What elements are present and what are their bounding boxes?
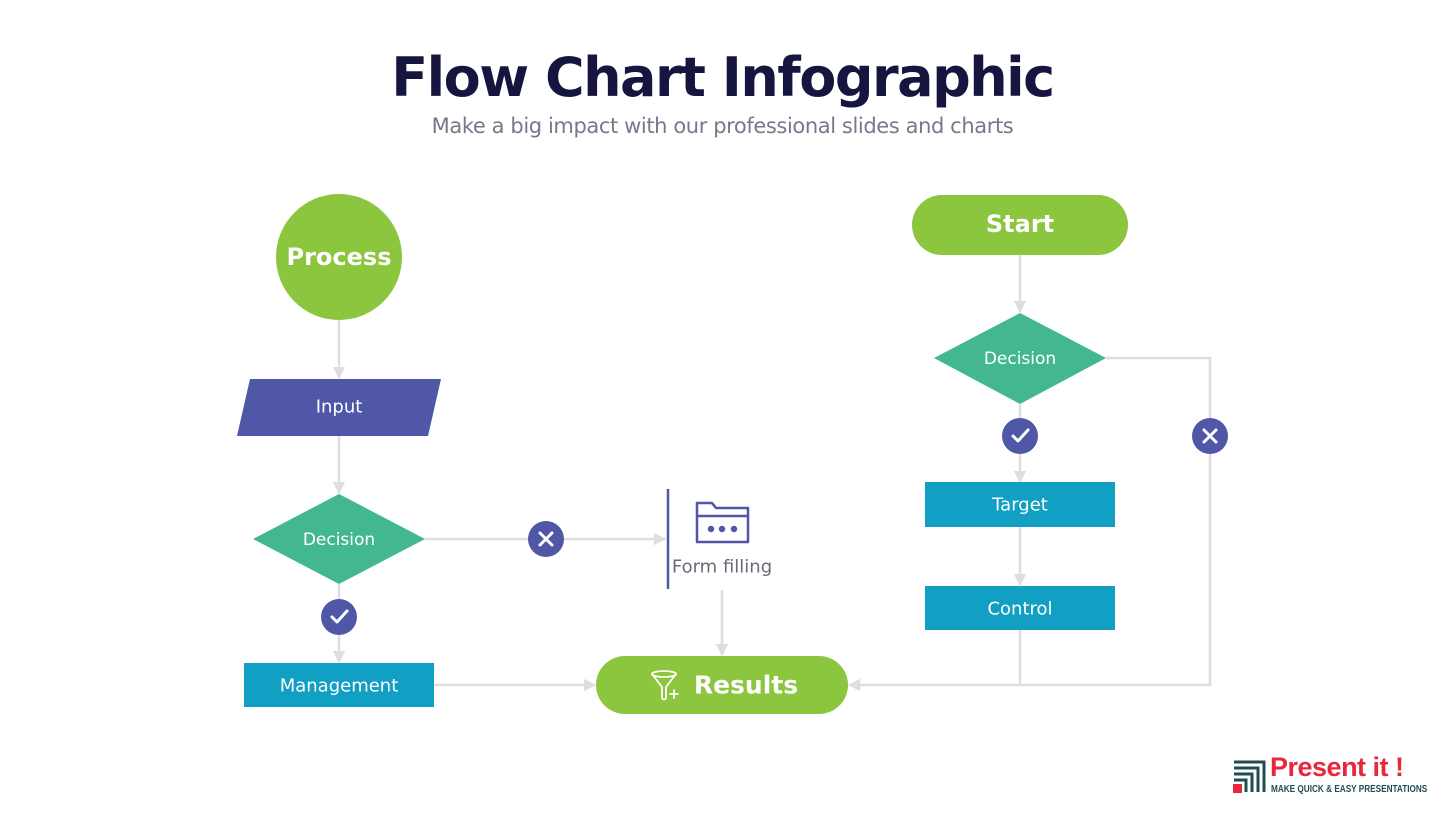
yes-badge-right [1002,418,1038,454]
form-filling-label: Form filling [672,557,772,578]
control-node[interactable]: Control [925,586,1115,630]
funnel-plus-icon [651,670,679,701]
brand-mark-icon [1233,760,1266,793]
control-label: Control [987,599,1052,620]
check-icon [1011,428,1030,443]
results-label: Results [694,671,798,700]
target-label: Target [991,495,1048,516]
decision-node-left[interactable]: Decision [253,494,425,584]
management-label: Management [280,676,399,697]
decision-node-right[interactable]: Decision [934,313,1106,404]
start-label: Start [986,210,1054,238]
form-filling-node[interactable]: Form filling [666,489,772,589]
start-node[interactable]: Start [912,195,1128,255]
no-badge-right [1192,418,1228,454]
input-node[interactable]: Input [237,379,441,436]
connector-rdecision-no [1106,356,1212,418]
decision-label-left: Decision [303,530,375,550]
process-node[interactable]: Process [276,194,402,320]
brand-tagline: MAKE QUICK & EASY PRESENTATIONS [1271,784,1428,795]
close-icon [538,531,554,547]
page-subtitle: Make a big impact with our professional … [431,114,1014,138]
brand-name: Present it ! [1270,752,1404,782]
process-label: Process [287,243,392,271]
target-node[interactable]: Target [925,482,1115,527]
input-label: Input [316,397,363,418]
page-title: Flow Chart Infographic [391,46,1055,109]
close-icon [1202,428,1218,444]
connector-no-results [847,454,1212,692]
connectors [332,255,1212,692]
brand-logo: Present it ! MAKE QUICK & EASY PRESENTAT… [1232,752,1432,800]
yes-badge-left [321,599,357,635]
management-node[interactable]: Management [244,663,434,707]
no-badge-left [528,521,564,557]
decision-label-right: Decision [984,349,1056,369]
results-node[interactable]: Results [596,656,848,714]
folder-icon [695,501,750,544]
check-icon [330,609,349,624]
